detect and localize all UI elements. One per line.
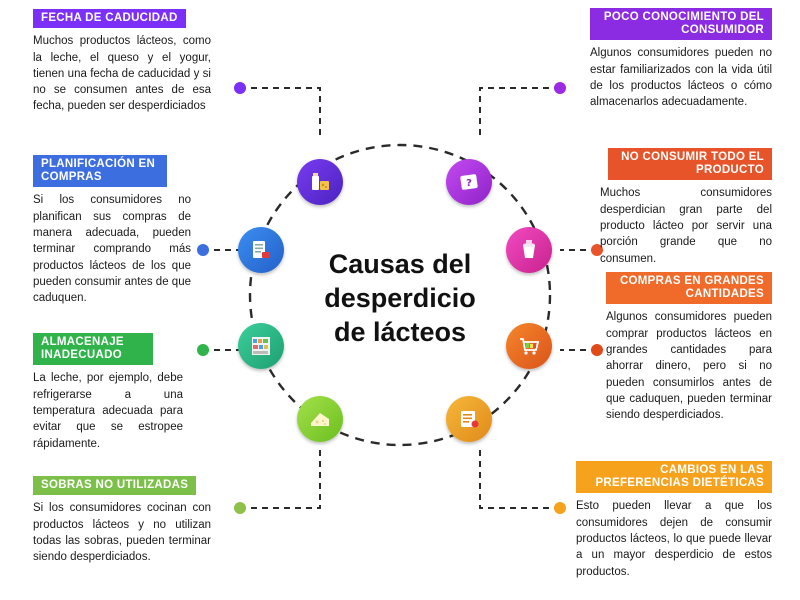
card-text: Muchos consumidores desperdician gran pa…	[600, 187, 772, 265]
card-no-consumir-todo: NO CONSUMIR TODO EL PRODUCTO Muchos cons…	[600, 148, 772, 267]
milk-cup-icon	[506, 227, 552, 273]
card-text: Algunos consumidores pueden no estar fam…	[590, 47, 772, 109]
title-line: de lácteos	[333, 317, 467, 347]
question-box-icon: ?	[446, 159, 492, 205]
shopping-list-icon	[238, 227, 284, 273]
card-planificacion-compras: PLANIFICACIÓN EN COMPRAS Si los consumid…	[33, 155, 191, 307]
card-sobras-no-utilizadas: SOBRAS NO UTILIZADAS Si los consumidores…	[33, 475, 211, 565]
dairy-products-icon	[297, 159, 343, 205]
title-line: desperdicio	[324, 283, 476, 313]
food-list-icon	[446, 396, 492, 442]
card-almacenaje-inadecuado: ALMACENAJE INADECUADO La leche, por ejem…	[33, 333, 183, 452]
connector-dot	[554, 502, 566, 514]
card-tag: COMPRAS EN GRANDES CANTIDADES	[606, 272, 772, 305]
card-compras-grandes: COMPRAS EN GRANDES CANTIDADES Algunos co…	[606, 272, 772, 424]
card-fecha-caducidad: FECHA DE CADUCIDAD Muchos productos láct…	[33, 8, 211, 115]
card-text: Si los consumidores no planifican sus co…	[33, 194, 191, 305]
svg-text:?: ?	[466, 178, 472, 189]
card-tag: SOBRAS NO UTILIZADAS	[33, 476, 197, 496]
card-tag: PLANIFICACIÓN EN COMPRAS	[33, 155, 167, 188]
connector-dot	[554, 82, 566, 94]
diagram-title: Causas del desperdicio de lácteos	[300, 247, 500, 349]
cheese-icon	[297, 396, 343, 442]
card-tag: ALMACENAJE INADECUADO	[33, 333, 153, 366]
card-cambios-preferencias: CAMBIOS EN LAS PREFERENCIAS DIETÉTICAS E…	[576, 461, 772, 580]
card-text: Algunos consumidores pueden comprar prod…	[606, 311, 772, 422]
connector-dot	[234, 82, 246, 94]
card-text: Si los consumidores cocinan con producto…	[33, 502, 211, 564]
card-text: Esto pueden llevar a que los consumidore…	[576, 500, 772, 578]
shopping-cart-icon	[506, 323, 552, 369]
card-tag: POCO CONOCIMIENTO DEL CONSUMIDOR	[590, 8, 772, 41]
connector-dot	[591, 344, 603, 356]
card-text: Muchos productos lácteos, como la leche,…	[33, 35, 211, 113]
card-poco-conocimiento: POCO CONOCIMIENTO DEL CONSUMIDOR Algunos…	[590, 8, 772, 111]
connector-dot	[234, 502, 246, 514]
card-text: La leche, por ejemplo, debe refrigerarse…	[33, 372, 183, 450]
card-tag: NO CONSUMIR TODO EL PRODUCTO	[608, 148, 772, 181]
card-tag: CAMBIOS EN LAS PREFERENCIAS DIETÉTICAS	[576, 461, 772, 494]
connector-dot	[197, 244, 209, 256]
shelves-icon	[238, 323, 284, 369]
connector-dot	[197, 344, 209, 356]
title-line: Causas del	[328, 249, 472, 279]
connector-dot	[591, 244, 603, 256]
card-tag: FECHA DE CADUCIDAD	[33, 9, 186, 29]
